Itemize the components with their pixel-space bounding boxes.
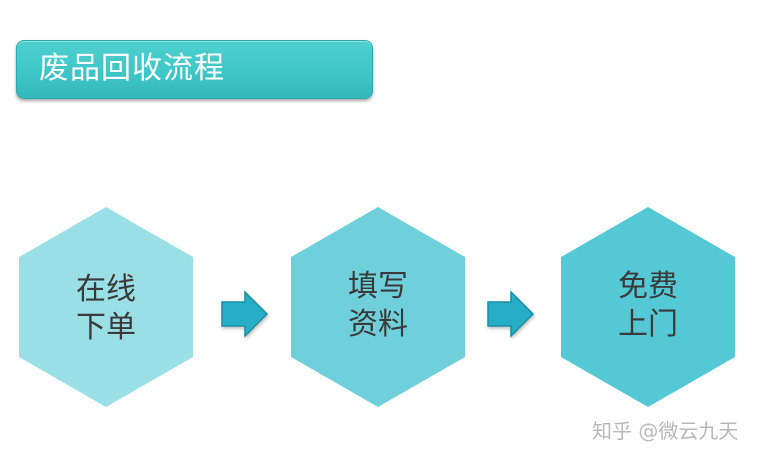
step-2-line-2: 资料 <box>348 307 408 342</box>
watermark: 知乎 @微云九天 <box>592 419 739 443</box>
step-3-hexagon <box>561 207 735 407</box>
title-banner: 废品回收流程 <box>16 40 373 99</box>
arrow-right-icon <box>221 290 269 338</box>
step-2-line-1: 填写 <box>348 269 408 304</box>
step-3-label: 免费 上门 <box>588 268 708 344</box>
step-2-label: 填写 资料 <box>318 268 438 344</box>
step-1-hexagon <box>19 207 193 407</box>
step-1-line-2: 下单 <box>76 310 136 345</box>
step-3-line-2: 上门 <box>618 307 678 342</box>
step-2-hexagon <box>291 207 465 407</box>
arrow-right-icon <box>487 290 535 338</box>
page-title: 废品回收流程 <box>39 51 225 86</box>
step-1-label: 在线 下单 <box>46 271 166 347</box>
step-3-line-1: 免费 <box>618 269 678 304</box>
step-1-line-1: 在线 <box>76 272 136 307</box>
